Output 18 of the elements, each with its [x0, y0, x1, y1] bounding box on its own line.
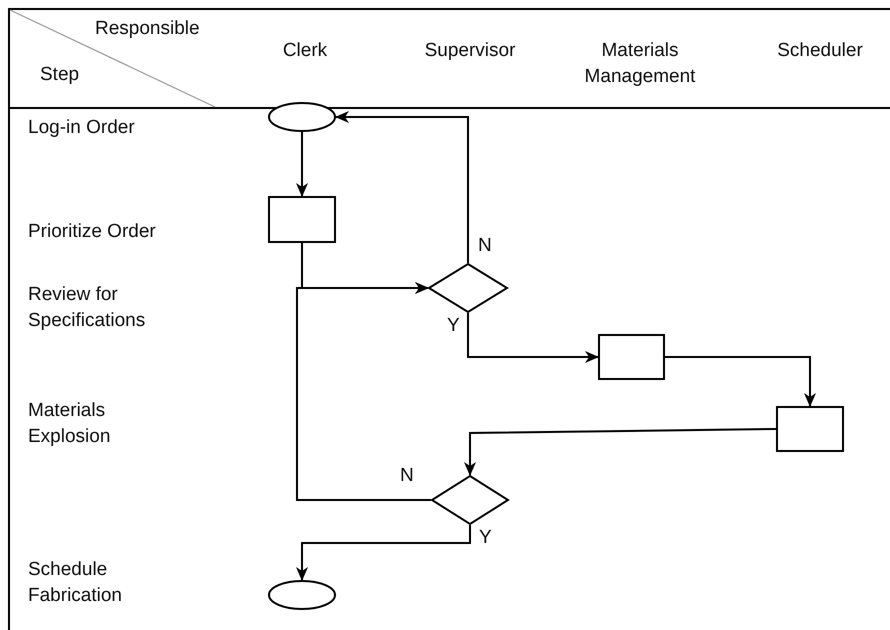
- flow-arrow: [464, 428, 776, 476]
- flow-arrow: [296, 132, 308, 197]
- flow-arrow: [296, 282, 431, 501]
- table-label: Review for Specifications: [28, 283, 146, 333]
- flow-arrow: [335, 111, 469, 263]
- table-label: Step: [40, 63, 80, 87]
- table-label: Clerk: [282, 39, 328, 63]
- table-label: Scheduler: [777, 39, 863, 63]
- table-label: Supervisor: [424, 39, 516, 63]
- table-label: Responsible: [95, 17, 200, 41]
- flow-arrow: [296, 525, 471, 581]
- flow-arrow: [665, 356, 816, 407]
- table-label: Log-in Order: [28, 116, 135, 140]
- table-label: Schedule Fabrication: [28, 558, 123, 608]
- table-label: Materials Explosion: [28, 399, 112, 449]
- table-label: Prioritize Order: [28, 220, 156, 244]
- flow-arrow: [467, 313, 599, 363]
- table-label: Materials Management: [584, 39, 696, 89]
